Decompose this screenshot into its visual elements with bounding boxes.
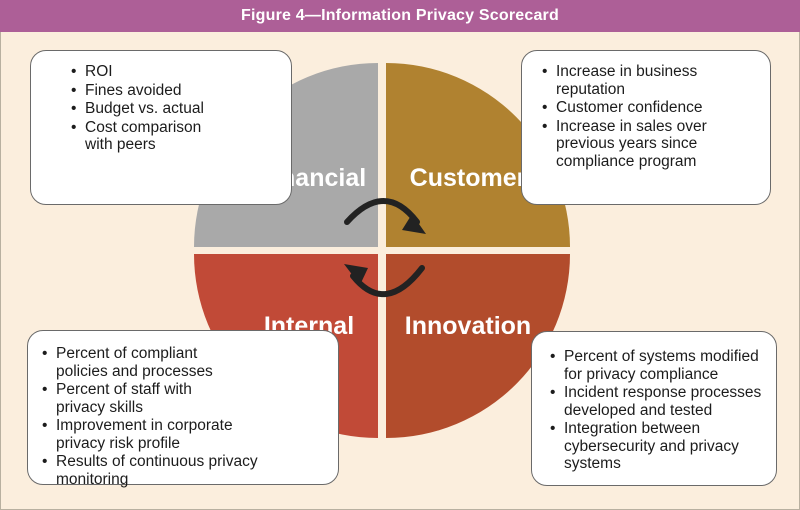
internal-metrics-list: Percent of compliant policies and proces… — [42, 345, 330, 488]
quadrant-label-customer: Customer — [410, 164, 527, 192]
quadrant-innovation — [386, 254, 570, 438]
list-item: Customer confidence — [542, 99, 760, 117]
list-item: Incident response processes developed an… — [550, 384, 768, 419]
list-item: Fines avoided — [71, 82, 281, 100]
list-item: Improvement in corporate privacy risk pr… — [42, 417, 256, 452]
internal-metrics-box: Percent of compliant policies and proces… — [27, 330, 339, 488]
quadrant-customer — [386, 63, 570, 247]
list-item: Percent of staff with privacy skills — [42, 381, 231, 416]
quadrant-label-innovation: Innovation — [405, 312, 531, 340]
cycle-arrows-icon — [344, 198, 426, 297]
list-item: Increase in business reputation — [542, 63, 731, 98]
list-item: ROI — [71, 63, 281, 81]
list-item: Cost comparison with peers — [71, 119, 225, 154]
financial-metrics-list: ROI Fines avoided Budget vs. actual Cost… — [71, 63, 281, 154]
innovation-metrics-list: Percent of systems modified for privacy … — [550, 348, 768, 473]
customer-metrics-list: Increase in business reputation Customer… — [542, 63, 760, 170]
list-item: Results of continuous privacy monitoring — [42, 453, 330, 488]
list-item: Percent of compliant policies and proces… — [42, 345, 241, 380]
figure-title: Figure 4—Information Privacy Scorecard — [0, 0, 800, 32]
customer-metrics-box: Increase in business reputation Customer… — [521, 50, 771, 205]
innovation-metrics-box: Percent of systems modified for privacy … — [531, 331, 777, 486]
list-item: Increase in sales over previous years si… — [542, 118, 731, 171]
financial-metrics-box: ROI Fines avoided Budget vs. actual Cost… — [30, 50, 292, 205]
list-item: Percent of systems modified for privacy … — [550, 348, 768, 383]
list-item: Integration between cybersecurity and pr… — [550, 420, 749, 473]
list-item: Budget vs. actual — [71, 100, 281, 118]
